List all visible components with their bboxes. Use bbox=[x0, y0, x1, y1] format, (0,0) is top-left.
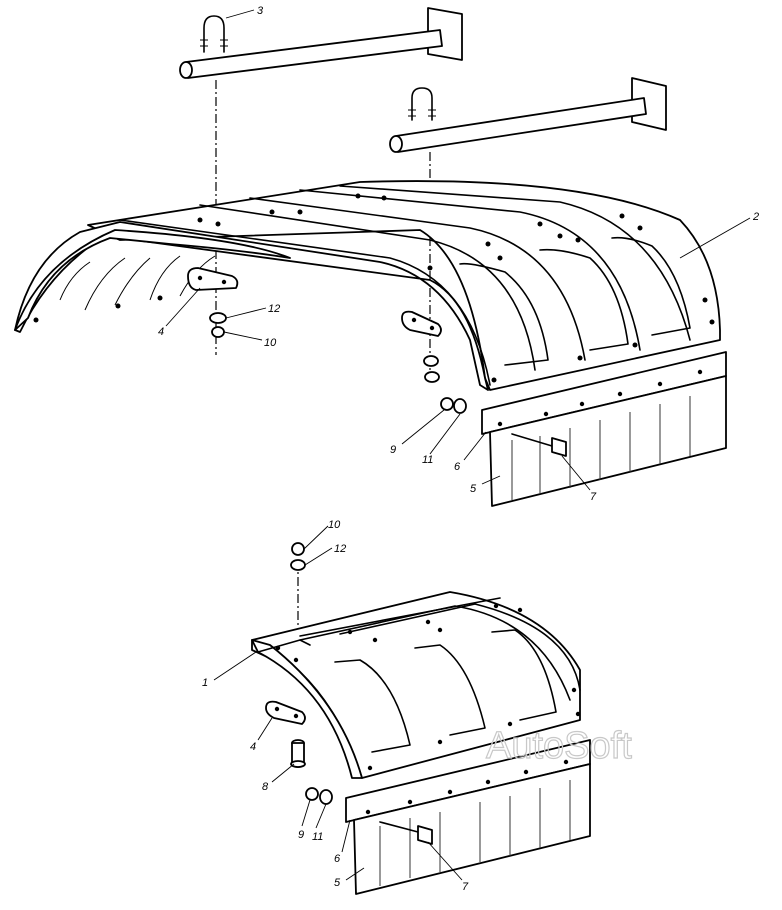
fender-bottom bbox=[251, 591, 581, 779]
callout-5-top: 5 bbox=[470, 483, 477, 495]
plate-icon bbox=[187, 267, 239, 291]
bolt-icon bbox=[511, 433, 567, 457]
mud-flap-top bbox=[481, 351, 727, 507]
u-bolt-icon-2 bbox=[408, 87, 436, 121]
callout-4-bottom: 4 bbox=[250, 741, 256, 753]
callout-11-top: 11 bbox=[422, 454, 433, 466]
callout-10-bottom: 10 bbox=[328, 519, 341, 531]
callout-9-top: 9 bbox=[390, 444, 396, 456]
plate-icon-bottom bbox=[265, 700, 306, 725]
callout-6-bottom: 6 bbox=[334, 853, 341, 865]
nut-icon bbox=[440, 397, 467, 414]
bracket-rod-top-2 bbox=[389, 77, 667, 153]
fender-holes-top bbox=[33, 193, 715, 383]
callout-4-top: 4 bbox=[158, 326, 164, 338]
u-bolt-icon bbox=[200, 15, 228, 53]
fender-holes-bottom bbox=[275, 603, 581, 771]
callout-12-top: 12 bbox=[268, 303, 280, 315]
callout-12-bottom: 12 bbox=[334, 543, 346, 555]
washer-icon bbox=[209, 312, 440, 383]
mud-flap-bottom bbox=[345, 739, 591, 895]
callout-8: 8 bbox=[262, 781, 269, 793]
bolt-icon-bottom bbox=[379, 821, 433, 845]
callout-10-top: 10 bbox=[264, 337, 277, 349]
washer-icon-bottom bbox=[290, 542, 306, 571]
callouts: 3 2 4 12 10 9 11 6 5 7 10 12 1 4 8 9 11 bbox=[158, 5, 759, 893]
callout-7-top: 7 bbox=[590, 491, 597, 503]
callout-7-bottom: 7 bbox=[462, 881, 469, 893]
callout-2: 2 bbox=[752, 211, 759, 223]
nut-icon-bottom bbox=[305, 787, 333, 805]
callout-6-top: 6 bbox=[454, 461, 461, 473]
bolt-icon-8 bbox=[290, 739, 306, 768]
callout-9-bottom: 9 bbox=[298, 829, 304, 841]
watermark-text: AutoSoft bbox=[486, 725, 632, 767]
callout-3: 3 bbox=[257, 5, 264, 17]
plate-icon-2 bbox=[401, 310, 442, 337]
callout-1: 1 bbox=[202, 677, 208, 689]
callout-11-bottom: 11 bbox=[312, 831, 323, 843]
callout-5-bottom: 5 bbox=[334, 877, 341, 889]
bracket-rod-top-1 bbox=[179, 7, 463, 79]
fender-top bbox=[14, 180, 721, 391]
